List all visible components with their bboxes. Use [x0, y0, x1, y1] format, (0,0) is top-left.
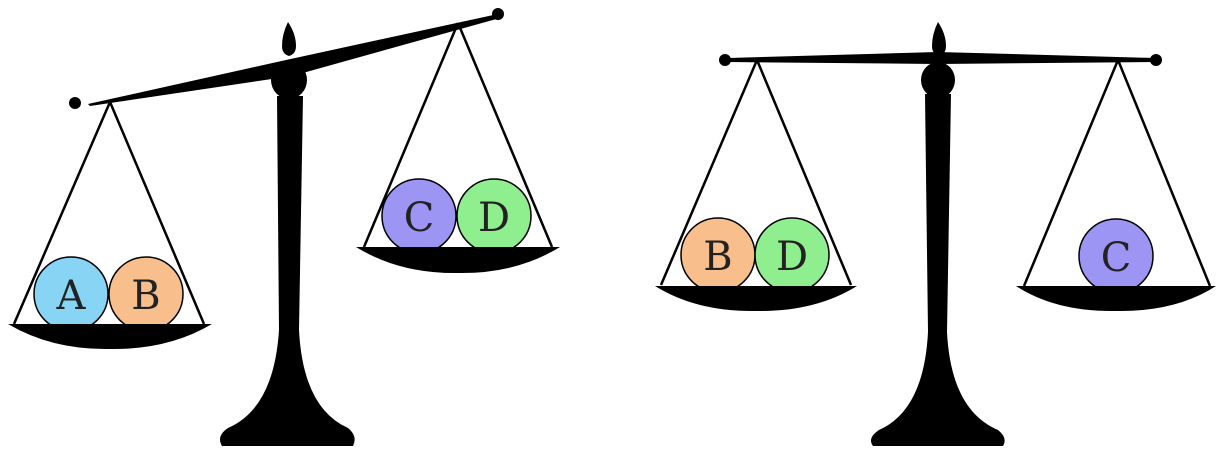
scale-right-right-pan: C: [1016, 59, 1216, 312]
pan-dish: [655, 286, 857, 312]
scale-right-beam-tip-left: [719, 54, 731, 66]
scale-left-finial: [282, 22, 296, 56]
ball-label: B: [703, 234, 732, 280]
scale-left-left-pan: A B: [8, 101, 212, 350]
scale-right-left-pan: B D: [655, 59, 857, 312]
pan-string: [1116, 59, 1212, 287]
scale-right-finial: [932, 22, 946, 56]
ball-label: B: [131, 273, 160, 319]
scale-right-stand: [871, 94, 1005, 446]
pan-dish: [356, 247, 560, 274]
ball-label: D: [478, 195, 510, 241]
ball-label: C: [404, 195, 435, 241]
pan-string: [108, 101, 206, 325]
pan-string: [755, 59, 853, 286]
pan-string: [12, 101, 112, 325]
scale-left-beam-tip-left: [69, 97, 81, 109]
ball-label: A: [56, 273, 87, 319]
pan-dish: [8, 324, 212, 350]
ball-label: C: [1101, 235, 1132, 281]
scale-left-pivot: [271, 61, 307, 99]
scale-right-pivot: [921, 62, 955, 98]
scale-left-stand: [220, 96, 355, 446]
scale-right-beam: [728, 52, 1155, 64]
pan-string: [1022, 59, 1120, 287]
pan-string: [456, 22, 554, 248]
pan-string: [659, 59, 759, 286]
pan-dish: [1016, 286, 1216, 312]
scale-right: B D C: [655, 22, 1216, 446]
pan-string: [362, 22, 460, 248]
scale-left-right-pan: C D: [356, 22, 560, 274]
scale-right-beam-tip-right: [1150, 54, 1162, 66]
ball-label: D: [776, 234, 808, 280]
scale-left-beam: [88, 14, 500, 106]
scale-left-beam-tip-right: [492, 8, 504, 20]
scale-left: A B C D: [8, 8, 560, 446]
